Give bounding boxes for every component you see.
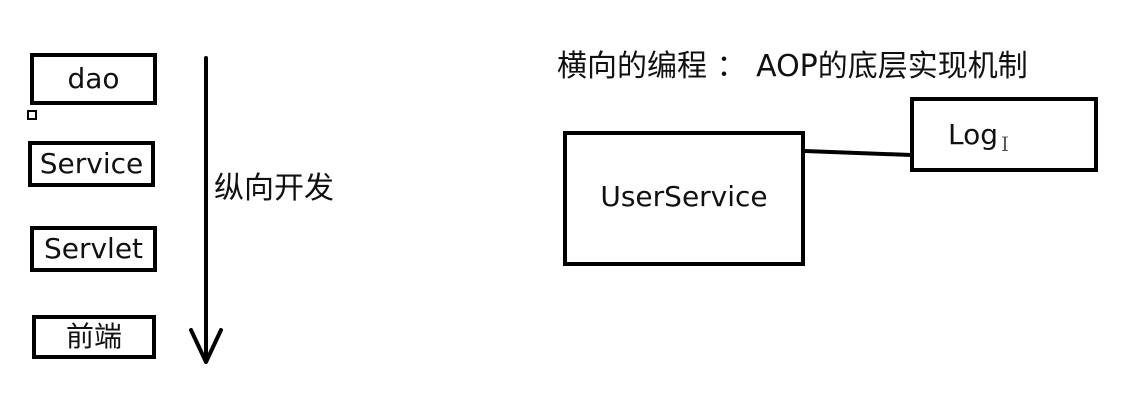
layer-servlet-label: Servlet [43, 232, 144, 265]
layer-service-box: Service [28, 141, 155, 187]
userservice-label: UserService [600, 180, 768, 213]
userservice-box: UserService [563, 131, 805, 266]
layer-frontend-box: 前端 [32, 315, 156, 359]
vertical-arrow-head [189, 328, 223, 364]
layer-servlet-box: Servlet [30, 226, 157, 272]
small-marker [27, 110, 37, 120]
vertical-development-label: 纵向开发 [214, 171, 334, 206]
layer-service-label: Service [39, 147, 144, 180]
layer-dao-box: dao [30, 53, 157, 105]
log-label: Log [948, 117, 999, 151]
log-box: Log [910, 97, 1098, 172]
layer-dao-label: dao [67, 62, 120, 95]
layer-frontend-label: 前端 [65, 320, 122, 353]
aop-title: 横向的编程 ： AOP的底层实现机制 [557, 49, 1028, 84]
text-cursor-icon: I [1001, 132, 1009, 156]
